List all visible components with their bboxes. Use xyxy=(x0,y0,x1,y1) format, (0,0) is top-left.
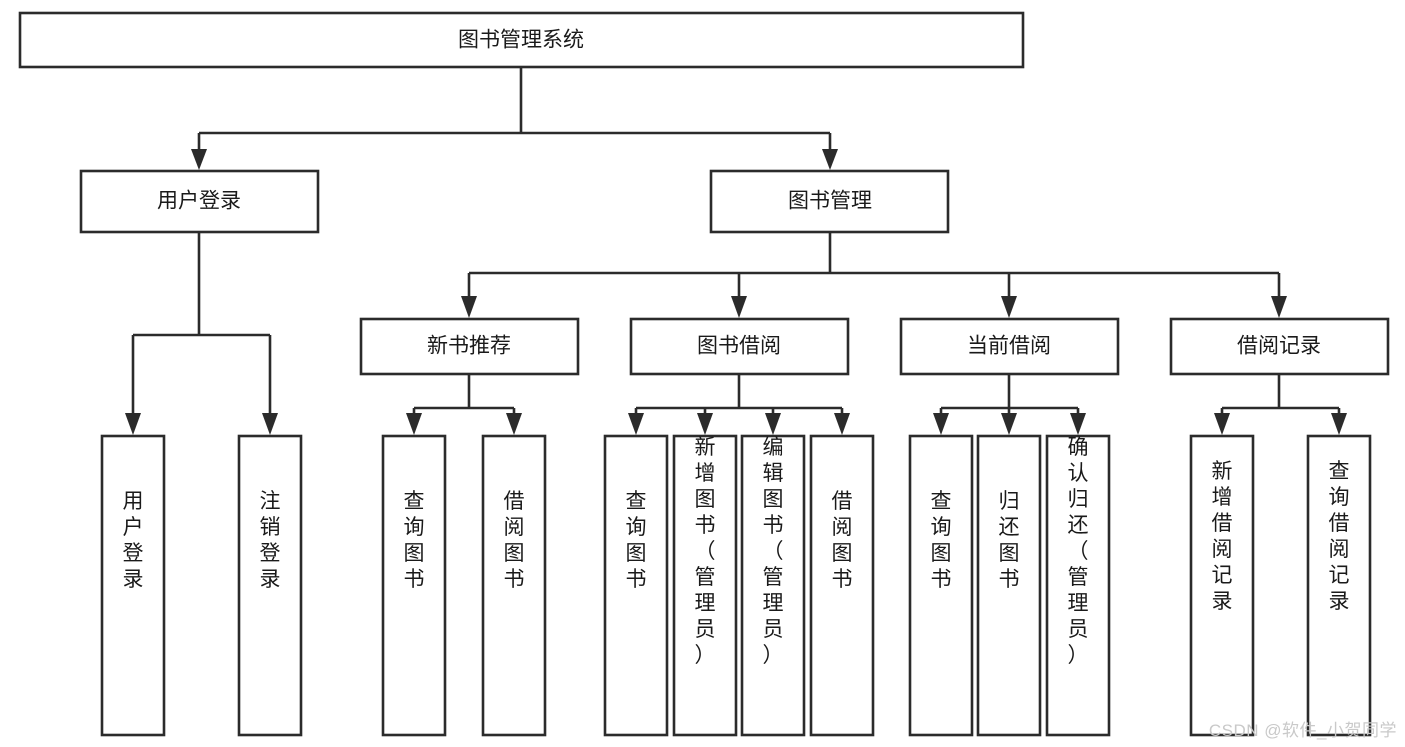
node-box xyxy=(629,317,850,376)
arrow-head-icon xyxy=(1214,413,1230,435)
node-box xyxy=(237,434,303,737)
node-box xyxy=(381,434,447,737)
leaf-node-logout[interactable]: 注销登录 xyxy=(237,434,303,737)
node-label: 借阅记录 xyxy=(1237,335,1321,358)
node-box xyxy=(899,317,1120,376)
leaf-node-borrow-book-new[interactable]: 借阅图书 xyxy=(481,434,547,737)
connector-root-to-level2 xyxy=(191,68,838,170)
connector-userlogin-to-leaves xyxy=(125,233,278,435)
leaf-node-add-book-admin[interactable]: 新增图书（管理员） xyxy=(672,434,738,737)
node-label: 新书推荐 xyxy=(427,335,511,358)
node-label-vertical: 归还图书 xyxy=(999,490,1020,591)
arrow-head-icon xyxy=(697,413,713,435)
node-label-vertical: 新增借阅记录 xyxy=(1212,460,1233,613)
node-box xyxy=(1045,434,1111,737)
node-box xyxy=(359,317,580,376)
connector-borrowrecord-to-leaves xyxy=(1214,375,1347,435)
leaf-node-borrow-book[interactable]: 借阅图书 xyxy=(809,434,875,737)
node-label-vertical: 查询图书 xyxy=(931,490,952,591)
leaf-node-query-book-new[interactable]: 查询图书 xyxy=(381,434,447,737)
arrow-head-icon xyxy=(933,413,949,435)
node-root-system[interactable]: 图书管理系统 xyxy=(18,11,1025,69)
arrow-head-icon xyxy=(406,413,422,435)
leaf-node-query-book[interactable]: 查询图书 xyxy=(603,434,669,737)
connector-newbook-to-leaves xyxy=(406,375,522,435)
node-label-vertical: 注销登录 xyxy=(260,490,281,591)
node-user-login[interactable]: 用户登录 xyxy=(79,169,320,234)
node-label-vertical: 编辑图书（管理员） xyxy=(763,436,784,667)
node-current-borrow[interactable]: 当前借阅 xyxy=(899,317,1120,376)
node-box xyxy=(740,434,806,737)
node-label-vertical: 新增图书（管理员） xyxy=(695,436,716,667)
leaf-node-return-book[interactable]: 归还图书 xyxy=(976,434,1042,737)
node-label: 图书管理 xyxy=(788,190,872,213)
arrow-head-icon xyxy=(1001,296,1017,318)
node-label: 图书借阅 xyxy=(697,335,781,358)
node-label: 图书管理系统 xyxy=(458,29,584,52)
connector-currentborrow-to-leaves xyxy=(933,375,1086,435)
leaf-node-confirm-return-admin[interactable]: 确认归还（管理员） xyxy=(1045,434,1111,737)
node-label-vertical: 借阅图书 xyxy=(504,490,525,591)
arrow-head-icon xyxy=(834,413,850,435)
node-box xyxy=(481,434,547,737)
node-box xyxy=(908,434,974,737)
leaf-node-query-borrow-record[interactable]: 查询借阅记录 xyxy=(1306,434,1372,737)
arrow-head-icon xyxy=(125,413,141,435)
arrow-head-icon xyxy=(506,413,522,435)
node-box xyxy=(100,434,166,737)
node-label-vertical: 查询图书 xyxy=(404,490,425,591)
arrow-head-icon xyxy=(628,413,644,435)
arrow-head-icon xyxy=(1070,413,1086,435)
node-box xyxy=(1169,317,1390,376)
arrow-head-icon xyxy=(1331,413,1347,435)
arrow-head-icon xyxy=(822,149,838,170)
node-box xyxy=(1189,434,1255,737)
arrow-head-icon xyxy=(765,413,781,435)
connector-bookborrow-to-leaves xyxy=(628,375,850,435)
node-box xyxy=(18,11,1025,69)
node-box xyxy=(672,434,738,737)
node-box xyxy=(1306,434,1372,737)
leaf-node-user-login-action[interactable]: 用户登录 xyxy=(100,434,166,737)
node-label-vertical: 借阅图书 xyxy=(832,490,853,591)
arrow-head-icon xyxy=(1001,413,1017,435)
node-label-vertical: 用户登录 xyxy=(123,490,144,591)
node-label-vertical: 确认归还（管理员） xyxy=(1068,436,1089,667)
arrow-head-icon xyxy=(731,296,747,318)
node-box xyxy=(976,434,1042,737)
arrow-head-icon xyxy=(461,296,477,318)
connector-books-to-level3 xyxy=(461,233,1287,318)
arrow-head-icon xyxy=(191,149,207,170)
node-book-borrow[interactable]: 图书借阅 xyxy=(629,317,850,376)
node-box xyxy=(603,434,669,737)
node-box xyxy=(709,169,950,234)
node-borrow-record[interactable]: 借阅记录 xyxy=(1169,317,1390,376)
node-label-vertical: 查询图书 xyxy=(626,490,647,591)
node-box xyxy=(79,169,320,234)
node-label-vertical: 查询借阅记录 xyxy=(1329,460,1350,613)
leaf-node-query-book-current[interactable]: 查询图书 xyxy=(908,434,974,737)
arrow-head-icon xyxy=(1271,296,1287,318)
node-label: 用户登录 xyxy=(157,190,241,213)
node-book-management[interactable]: 图书管理 xyxy=(709,169,950,234)
leaf-node-edit-book-admin[interactable]: 编辑图书（管理员） xyxy=(740,434,806,737)
node-label: 当前借阅 xyxy=(967,335,1051,358)
arrow-head-icon xyxy=(262,413,278,435)
node-box xyxy=(809,434,875,737)
leaf-node-add-borrow-record[interactable]: 新增借阅记录 xyxy=(1189,434,1255,737)
node-new-book-recommend[interactable]: 新书推荐 xyxy=(359,317,580,376)
